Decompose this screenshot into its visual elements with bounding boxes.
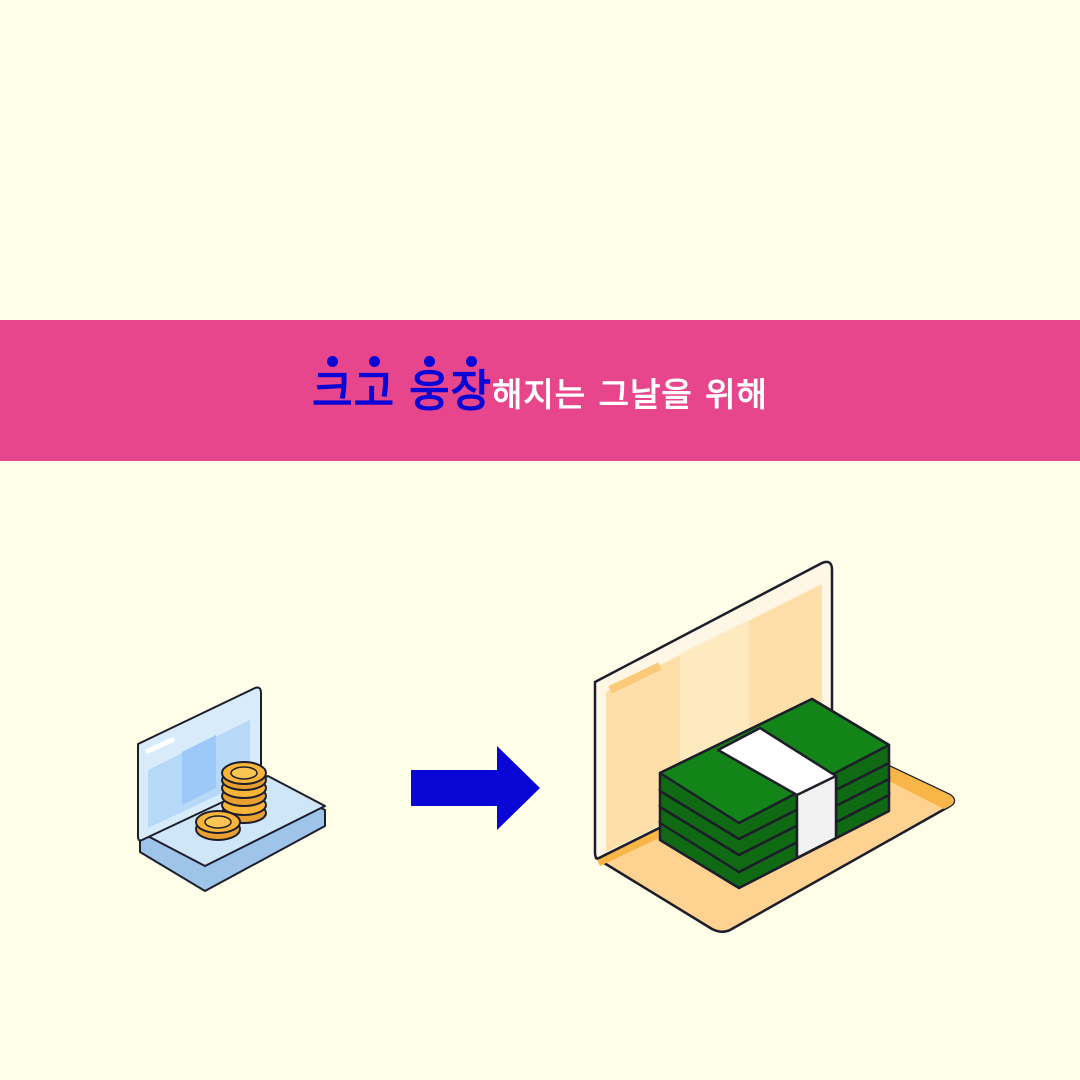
headline: 크고 웅장 해지는 그날을 위해 (312, 355, 768, 414)
coin-stack (221, 761, 267, 824)
laptop-with-coins-icon (137, 686, 326, 892)
headline-emphasis-1-text: 크고 (312, 365, 396, 417)
headline-emphasis-2: 웅장 (409, 355, 492, 414)
headline-banner: 크고 웅장 해지는 그날을 위해 (0, 320, 1080, 461)
laptop-with-cash-stack-icon (593, 560, 956, 933)
coin-single (195, 810, 241, 841)
headline-emphasis-2-text: 웅장 (409, 365, 493, 417)
right-arrow-icon (411, 746, 540, 830)
cash-stack (658, 697, 891, 890)
headline-rest: 해지는 그날을 위해 (492, 374, 768, 414)
emphasis-dots (312, 355, 395, 368)
emphasis-dots (409, 355, 492, 368)
headline-emphasis-1: 크고 (312, 355, 395, 414)
